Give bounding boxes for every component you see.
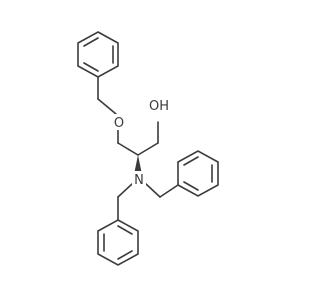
- benzyloxy-chain: [97, 76, 139, 156]
- stereo-wedge-bond: [134, 155, 142, 172]
- molecule-structure: O OH N: [77, 31, 219, 266]
- benzene-ring-bottom: [97, 219, 139, 266]
- benzene-ring-top: [77, 31, 119, 78]
- hydroxymethyl-chain: [137, 121, 159, 156]
- nitrogen-label: N: [134, 173, 144, 188]
- hydroxyl-label: OH: [149, 99, 169, 114]
- n-benzyl-right-chain: [145, 183, 179, 198]
- oxygen-label: O: [114, 116, 124, 131]
- atom-hydroxyl: OH: [149, 97, 173, 114]
- atom-nitrogen: N: [132, 171, 146, 188]
- n-benzyl-bottom-chain: [117, 183, 133, 221]
- atom-oxygen-ether: O: [112, 114, 126, 131]
- benzene-ring-right: [177, 150, 219, 197]
